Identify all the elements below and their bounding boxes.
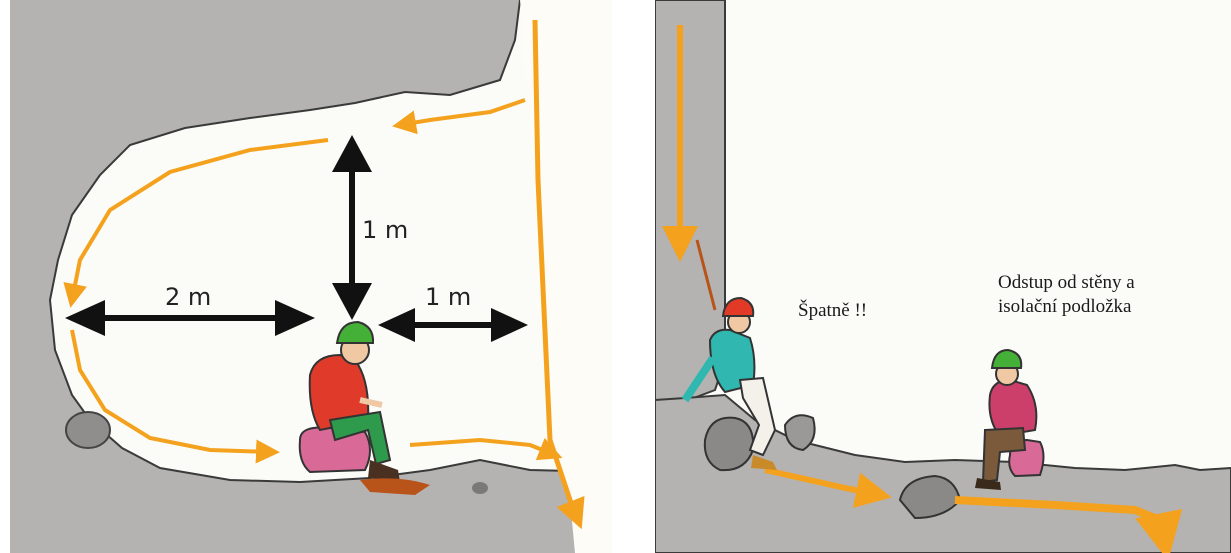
snow-cave-svg: 1 m 2 m 1 m xyxy=(10,0,612,553)
boulder-left xyxy=(705,418,753,470)
floor-rock xyxy=(66,412,110,448)
floor-pebble xyxy=(472,482,488,494)
snow-cave-diagram: 1 m 2 m 1 m xyxy=(10,0,612,553)
label-vertical-distance: 1 m xyxy=(362,216,408,244)
bivouac-svg: Špatně !! Odstup od stěny a isolační pod… xyxy=(655,0,1231,553)
bivouac-comparison-diagram: Špatně !! Odstup od stěny a isolační pod… xyxy=(655,0,1231,553)
label-correct-line2: isolační podložka xyxy=(998,296,1132,317)
label-correct-line1: Odstup od stěny a xyxy=(998,272,1135,293)
label-wrong: Špatně !! xyxy=(798,299,867,321)
label-left-distance: 2 m xyxy=(165,283,211,311)
label-right-distance: 1 m xyxy=(425,283,471,311)
